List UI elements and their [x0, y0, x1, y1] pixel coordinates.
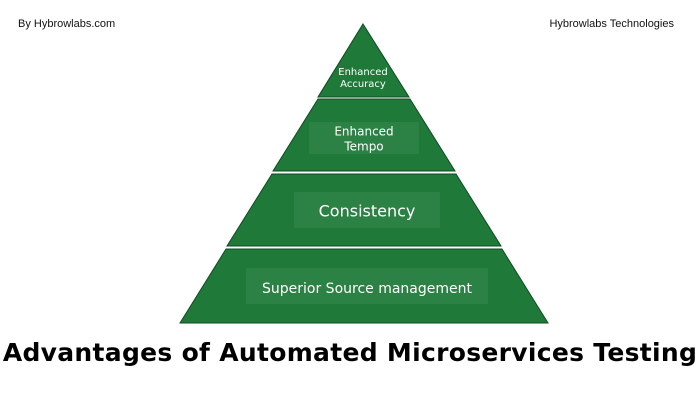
company-name: Hybrowlabs Technologies [549, 18, 674, 30]
tier-accuracy-label-line-1: Enhanced [338, 67, 387, 78]
tier-tempo-shape [272, 98, 456, 172]
tier-source-management: Superior Source management [179, 248, 549, 324]
tier-source-management-shape [179, 248, 549, 324]
tier-consistency-label-box [294, 192, 440, 228]
tier-accuracy-label-line-2: Accuracy [340, 79, 386, 90]
tier-tempo-label-line-2: Tempo [343, 140, 383, 154]
tier-tempo-label-line-1: Enhanced [334, 125, 393, 139]
tier-source-management-label: Superior Source management [262, 281, 473, 297]
tier-tempo-label-box [309, 122, 419, 154]
tier-consistency-shape [226, 173, 502, 247]
tier-accuracy-shape [317, 23, 410, 98]
tier-source-management-label-box [246, 268, 488, 304]
diagram-title: Advantages of Automated Microservices Te… [2, 338, 698, 367]
tier-consistency-label: Consistency [319, 202, 416, 221]
tier-accuracy: Enhanced Accuracy [317, 23, 410, 98]
benefits-pyramid: Enhanced Accuracy Enhanced Tempo Consist… [179, 23, 549, 324]
tier-tempo: Enhanced Tempo [272, 98, 456, 172]
tier-consistency: Consistency [226, 173, 502, 247]
byline: By Hybrowlabs.com [18, 18, 116, 30]
